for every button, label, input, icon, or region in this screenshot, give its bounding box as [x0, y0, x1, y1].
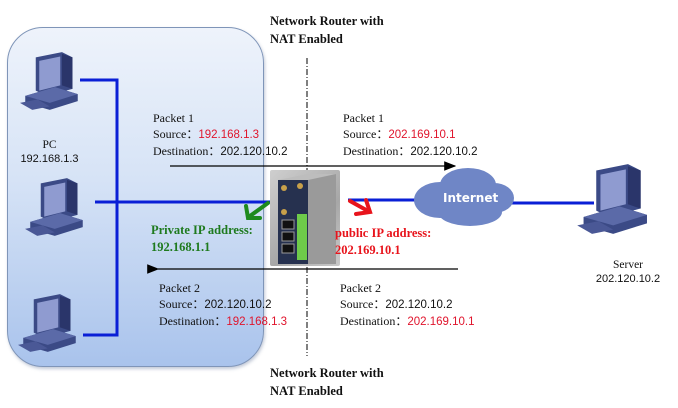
- public-ip-caption: public IP address:: [335, 226, 432, 240]
- private-ip-caption: Private IP address:: [151, 223, 253, 237]
- packet-info-outbound-lan: Packet 1 Source：192.168.1.3 Destination：…: [153, 110, 287, 160]
- packet-destination: Destination：202.169.10.1: [340, 313, 474, 330]
- source-ip: 192.168.1.3: [198, 129, 260, 141]
- packet-info-outbound-wan: Packet 1 Source：202.169.10.1 Destination…: [343, 110, 477, 160]
- source-ip: 202.169.10.1: [388, 129, 456, 141]
- title-line: NAT Enabled: [270, 384, 343, 398]
- destination-ip: 192.168.1.3: [226, 316, 288, 328]
- server-name: Server: [612, 259, 643, 271]
- packet-source: Source：202.120.10.2: [159, 296, 287, 313]
- pc-label: PC 192.168.1.3: [12, 138, 87, 166]
- packet-destination: Destination：202.120.10.2: [343, 143, 477, 160]
- packet-name: Packet 2: [340, 281, 381, 295]
- private-ip-label: Private IP address: 192.168.1.1: [151, 222, 253, 256]
- public-side-arrow-icon: [348, 198, 373, 216]
- internet-cloud-icon: [414, 168, 514, 226]
- server-icon: [577, 164, 647, 234]
- packet-source: Source：202.120.10.2: [340, 296, 474, 313]
- packet-name: Packet 1: [343, 111, 384, 125]
- router-icon: [278, 174, 336, 264]
- public-ip-label: public IP address: 202.169.10.1: [335, 225, 431, 259]
- title-line: Network Router with: [270, 366, 384, 380]
- destination-label: Destination：: [159, 314, 227, 328]
- private-ip-value: 192.168.1.1: [151, 240, 211, 254]
- destination-label: Destination：: [340, 314, 408, 328]
- public-ip-value: 202.169.10.1: [335, 243, 401, 257]
- lan-links: [80, 78, 274, 337]
- destination-label: Destination：: [153, 144, 221, 158]
- pc-ip: 192.168.1.3: [20, 153, 79, 165]
- destination-ip: 202.120.10.2: [410, 146, 478, 158]
- destination-label: Destination：: [343, 144, 411, 158]
- private-side-arrow-icon: [244, 201, 270, 220]
- source-label: Source：: [153, 127, 199, 141]
- packet-info-inbound-wan: Packet 2 Source：202.120.10.2 Destination…: [340, 280, 474, 330]
- destination-ip: 202.169.10.1: [407, 316, 475, 328]
- link-pc1: [80, 78, 119, 337]
- server-label: Server 202.120.10.2: [585, 258, 671, 286]
- pc-icon: [25, 178, 83, 236]
- title-line: Network Router with: [270, 14, 384, 28]
- router-title-bottom: Network Router with NAT Enabled: [270, 364, 384, 400]
- internet-label: Internet: [443, 191, 499, 205]
- source-label: Source：: [340, 297, 386, 311]
- packet-source: Source：192.168.1.3: [153, 126, 287, 143]
- pc-icon: [18, 294, 76, 352]
- pc-name: PC: [42, 139, 57, 151]
- pc-icon: [20, 52, 78, 110]
- source-ip: 202.120.10.2: [204, 299, 272, 311]
- nat-router-device[interactable]: [270, 170, 340, 266]
- destination-ip: 202.120.10.2: [220, 146, 288, 158]
- packet-destination: Destination：192.168.1.3: [159, 313, 287, 330]
- packet-name: Packet 1: [153, 111, 194, 125]
- source-label: Source：: [343, 127, 389, 141]
- packet-destination: Destination：202.120.10.2: [153, 143, 287, 160]
- packet-info-inbound-lan: Packet 2 Source：202.120.10.2 Destination…: [159, 280, 287, 330]
- server-ip: 202.120.10.2: [595, 273, 661, 285]
- packet-name: Packet 2: [159, 281, 200, 295]
- router-title-top: Network Router with NAT Enabled: [270, 12, 384, 48]
- source-ip: 202.120.10.2: [385, 299, 453, 311]
- packet-source: Source：202.169.10.1: [343, 126, 477, 143]
- title-line: NAT Enabled: [270, 32, 343, 46]
- source-label: Source：: [159, 297, 205, 311]
